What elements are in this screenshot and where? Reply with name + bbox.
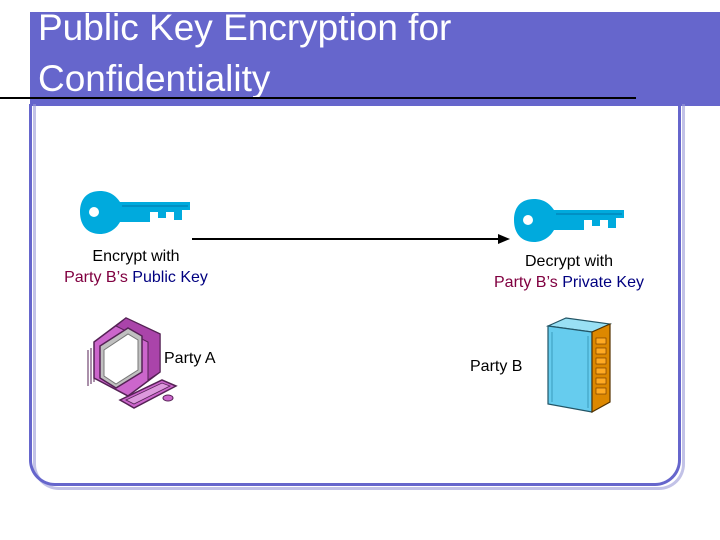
- desktop-computer-icon: [87, 317, 178, 409]
- public-key-icon: [80, 191, 190, 234]
- slide-title-line-1: Public Key Encryption for: [38, 7, 452, 48]
- decrypt-key-owner: Party B’s: [494, 274, 558, 291]
- encrypt-key-owner: Party B’s: [64, 269, 128, 286]
- content-frame-shadow: [33, 104, 685, 490]
- slide-title-line-2: Confidentiality: [38, 58, 271, 99]
- message-arrow: [192, 234, 510, 244]
- decrypt-action-text: Decrypt with: [524, 253, 614, 270]
- title-underline: [0, 97, 636, 99]
- encrypt-key-type: Public Key: [132, 269, 208, 286]
- server-tower-icon: [545, 317, 613, 414]
- decrypt-key-text: Party B’s Private Key: [464, 272, 674, 293]
- party-b-label: Party B: [470, 358, 523, 375]
- party-a-label: Party A: [164, 350, 216, 367]
- encrypt-key-text: Party B’s Public Key: [36, 267, 236, 288]
- encrypt-action-text: Encrypt with: [92, 248, 180, 265]
- encrypt-label: Encrypt with Party B’s Public Key: [36, 246, 236, 288]
- decrypt-label: Decrypt with Party B’s Private Key: [464, 251, 674, 293]
- content-frame: [29, 104, 681, 486]
- decrypt-key-type: Private Key: [562, 274, 644, 291]
- private-key-icon: [514, 199, 624, 242]
- title-band: [30, 12, 720, 106]
